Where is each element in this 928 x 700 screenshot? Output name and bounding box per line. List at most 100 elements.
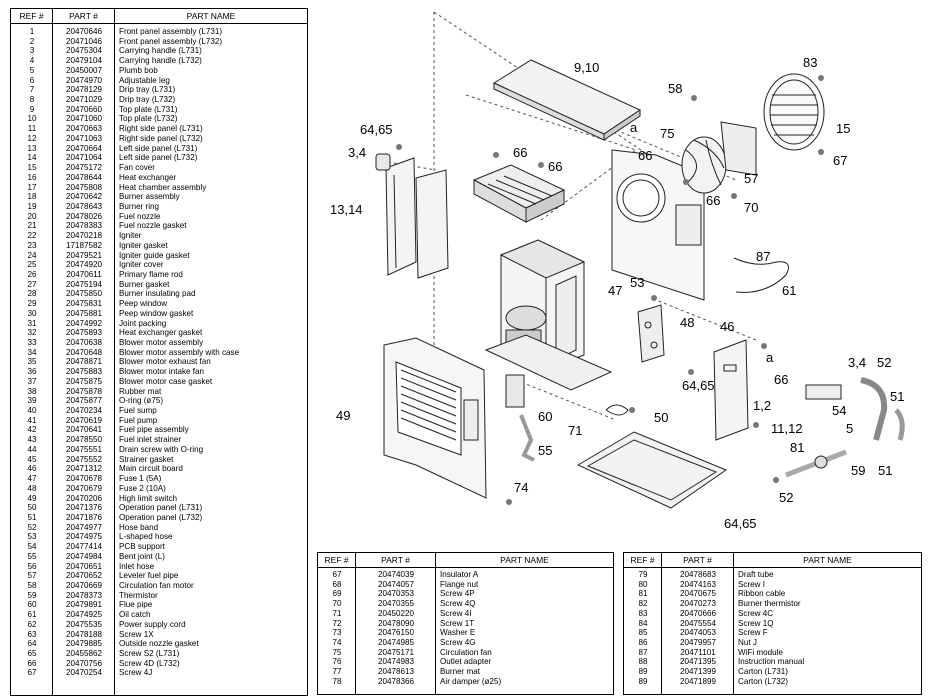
table-row: 51 20471876 Operation panel (L732) <box>11 513 307 523</box>
part-name-cell: Blower motor assembly <box>119 338 204 347</box>
ref-cell: 75 <box>332 647 342 657</box>
carrying-handle <box>375 153 391 171</box>
base-plate <box>484 334 613 391</box>
table-row: 20 20478026 Fuel nozzle <box>11 212 307 222</box>
part-name-cell: Screw 4Q <box>440 599 476 609</box>
part-number-cell: 20475535 <box>65 619 102 629</box>
ref-cell: 60 <box>27 600 37 610</box>
heat-exchanger <box>472 164 566 223</box>
label-66-d: 66 <box>706 193 720 208</box>
ref-cell: 10 <box>27 114 37 124</box>
part-number-cell: 20471876 <box>65 512 102 522</box>
part-name-cell: Left side panel (L732) <box>119 153 198 163</box>
part-number-cell: 20474163 <box>679 579 716 589</box>
part-number-cell: 20470756 <box>65 658 102 668</box>
part-number-cell: 20471312 <box>65 464 102 474</box>
col-header-ref: REF # <box>624 553 662 567</box>
part-number-cell: 20470660 <box>65 104 102 114</box>
part-name-cell: Draft tube <box>738 570 774 579</box>
col-header-part: PART # <box>356 553 436 567</box>
label-54: 51 <box>890 389 904 404</box>
part-number-cell: 20471101 <box>680 647 716 657</box>
table-header: REF # PART # PART NAME <box>318 553 613 568</box>
part-name-cell: Screw 4G <box>440 638 476 648</box>
ref-cell: 69 <box>332 589 342 599</box>
part-name-cell: Leveler fuel pipe <box>119 571 179 581</box>
part-name-cell: Instruction manual <box>738 657 805 667</box>
ref-cell: 51 <box>27 512 37 522</box>
part-name-cell: Operation panel (L732) <box>119 512 203 522</box>
col-header-part: PART # <box>662 553 734 567</box>
part-name-cell: Drip tray (L732) <box>119 95 176 105</box>
label-61: 61 <box>782 283 796 298</box>
part-name-cell: Screw 4D (L732) <box>119 658 180 668</box>
ref-cell: 80 <box>638 579 648 589</box>
label-67: 67 <box>833 153 847 168</box>
part-name-cell: Adjustable leg <box>119 75 170 85</box>
ref-cell: 58 <box>27 580 37 590</box>
part-number-cell: 20470611 <box>66 269 102 279</box>
part-name-cell: Fuel nozzle <box>119 211 161 221</box>
part-name-cell: Circulation fan motor <box>119 580 194 590</box>
part-name-cell: Screw 1Q <box>738 618 774 628</box>
part-number-cell: 20470675 <box>679 589 716 599</box>
ref-cell: 57 <box>27 571 37 581</box>
part-number-cell: 20474039 <box>377 570 414 579</box>
part-name-cell: Screw 4J <box>119 668 153 678</box>
part-name-cell: Outlet adapter <box>440 657 492 667</box>
part-number-cell: 20478373 <box>65 590 102 600</box>
part-name-cell: Operation panel (L731) <box>119 503 203 513</box>
label-66-e: 64,65 <box>682 378 715 393</box>
ref-cell: 49 <box>27 493 37 503</box>
ref-cell: 65 <box>27 649 37 658</box>
ref-cell: 42 <box>27 425 37 435</box>
part-name-cell: Carrying handle (L732) <box>119 56 202 66</box>
part-number-cell: 20478026 <box>65 211 102 221</box>
part-number-cell: 20478613 <box>377 667 414 677</box>
label-48: 48 <box>680 315 694 330</box>
part-number-cell: 20475893 <box>65 328 102 338</box>
label-3-4-right: 66 <box>774 372 788 387</box>
ref-cell: 21 <box>27 221 37 231</box>
part-name-cell: Burner ring <box>119 201 160 211</box>
part-number-cell: 20475171 <box>377 647 414 657</box>
label-7-8: 64,65 <box>724 516 757 531</box>
label-87: 87 <box>756 249 770 264</box>
part-name-cell: Flange nut <box>440 579 479 589</box>
part-name-cell: Fuel sump <box>119 406 157 416</box>
part-name-cell: Drip tray (L731) <box>119 85 176 95</box>
part-number-cell: 20470218 <box>65 231 102 241</box>
part-name-cell: Igniter cover <box>119 260 164 270</box>
part-name-cell: Igniter gasket <box>119 240 168 250</box>
ref-cell: 85 <box>638 628 648 638</box>
label-9-10: 9,10 <box>574 60 599 75</box>
ref-cell: 31 <box>27 318 37 328</box>
ref-cell: 20 <box>27 211 37 221</box>
part-number-cell: 20471046 <box>65 36 102 46</box>
part-name-cell: Screw 1T <box>440 618 475 628</box>
ref-cell: 48 <box>27 483 37 493</box>
part-name-cell: Hose band <box>119 522 159 532</box>
